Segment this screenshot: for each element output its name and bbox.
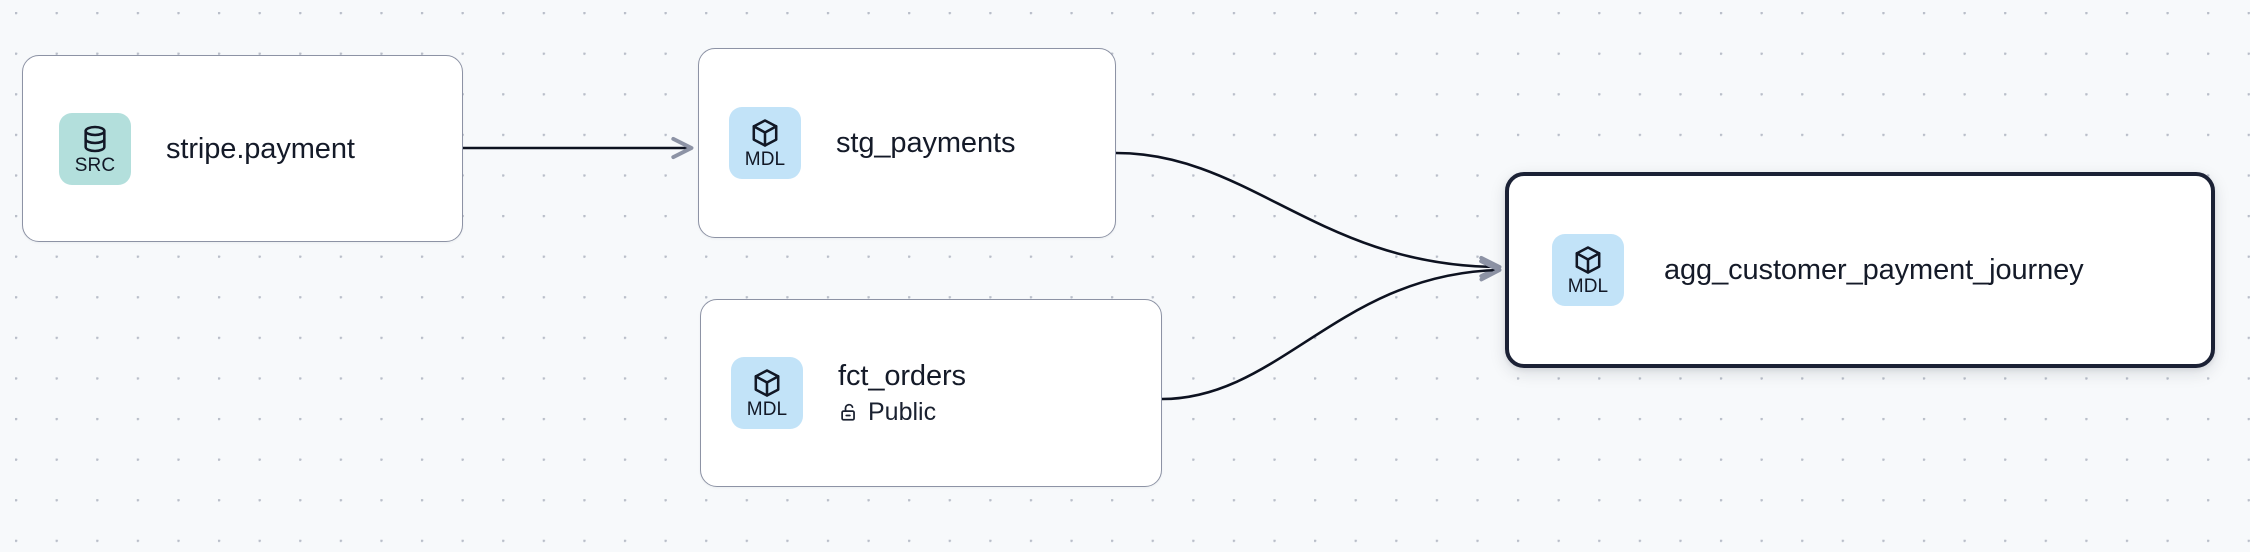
node-visibility: Public: [838, 396, 966, 428]
node-body: stg_payments: [836, 125, 1015, 161]
cube-icon: [752, 119, 778, 147]
node-badge-mdl: MDL: [1552, 234, 1624, 306]
graph-node-stripe-payment[interactable]: SRC stripe.payment: [22, 55, 463, 242]
graph-node-stg-payments[interactable]: MDL stg_payments: [698, 48, 1116, 238]
cube-icon: [754, 369, 780, 397]
node-badge-label: SRC: [74, 154, 116, 176]
node-visibility-label: Public: [868, 398, 937, 426]
edge-fct-to-agg: [1161, 259, 1502, 401]
node-badge-label: MDL: [1567, 276, 1609, 297]
node-body: agg_customer_payment_journey: [1664, 252, 2084, 288]
graph-node-fct-orders[interactable]: MDL fct_orders Public: [700, 299, 1162, 487]
cube-icon: [1575, 246, 1601, 274]
node-title: fct_orders: [838, 360, 966, 392]
node-badge-mdl: MDL: [731, 357, 803, 429]
graph-node-agg-customer-payment-journey[interactable]: MDL agg_customer_payment_journey: [1505, 172, 2215, 368]
node-title: stripe.payment: [166, 132, 355, 165]
node-badge-label: MDL: [746, 399, 788, 420]
node-title: stg_payments: [836, 127, 1016, 159]
unlock-icon: [841, 403, 855, 421]
node-badge-label: MDL: [744, 149, 786, 170]
database-icon: [84, 125, 106, 152]
node-body: stripe.payment: [166, 131, 355, 167]
node-badge-src: SRC: [59, 112, 131, 185]
node-badge-mdl: MDL: [729, 107, 801, 179]
node-title: agg_customer_payment_journey: [1664, 254, 2084, 286]
node-body: fct_orders Public: [838, 358, 966, 428]
edge-stg-to-agg: [1115, 151, 1502, 279]
